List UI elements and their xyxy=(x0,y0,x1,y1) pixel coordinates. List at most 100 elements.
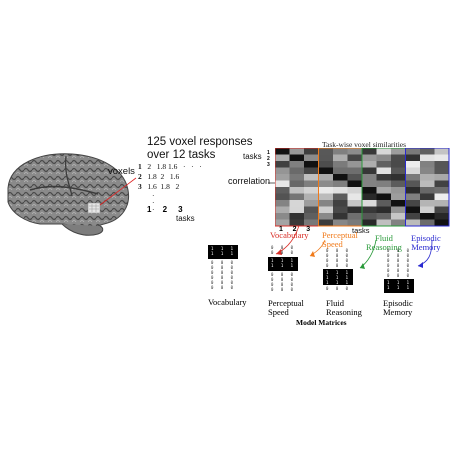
axis-label: 2 xyxy=(292,226,297,233)
similarity-cell xyxy=(420,174,435,181)
axis-label: 1 xyxy=(279,226,283,233)
similarity-cell xyxy=(318,206,333,213)
similarity-cell xyxy=(275,206,290,213)
similarity-cell xyxy=(420,167,435,174)
voxel-cell: 2 xyxy=(160,172,165,181)
similarity-cell xyxy=(289,200,304,207)
label-vocabulary: Vocabulary xyxy=(208,297,247,307)
voxel-title-line1: 125 voxel responses xyxy=(147,136,253,148)
similarity-cell xyxy=(289,213,304,220)
similarity-cell xyxy=(333,148,348,155)
similarity-cell xyxy=(405,206,420,213)
similarity-cell xyxy=(434,154,449,161)
similarity-cell xyxy=(391,206,406,213)
similarity-cell xyxy=(333,167,348,174)
similarity-cell xyxy=(362,187,377,194)
similarity-cell xyxy=(347,154,362,161)
similarity-cell xyxy=(362,180,377,187)
similarity-cell xyxy=(333,180,348,187)
similarity-cell xyxy=(434,200,449,207)
similarity-cell xyxy=(391,219,406,226)
similarity-cell xyxy=(347,187,362,194)
similarity-cell xyxy=(434,180,449,187)
similarity-cell xyxy=(405,148,420,155)
voxel-cell: 1.8 xyxy=(160,182,170,191)
voxel-responses-title: 125 voxel responses over 12 tasks xyxy=(147,136,252,162)
similarity-cell xyxy=(304,167,319,174)
similarity-cell xyxy=(289,219,304,226)
voxel-row: 3 1.6 1.8 2 xyxy=(138,182,202,192)
matrix-block xyxy=(268,257,298,271)
voxel-cell: 1.6 xyxy=(168,162,178,171)
similarity-cell xyxy=(275,180,290,187)
header-episodic-line1: Episodic xyxy=(411,233,441,243)
label-perceptual-speed: Perceptual Speed xyxy=(268,299,304,317)
similarity-cell xyxy=(376,193,391,200)
similarity-cell xyxy=(391,200,406,207)
similarity-cell xyxy=(391,148,406,155)
similarity-cell xyxy=(289,187,304,194)
similarity-cell xyxy=(362,174,377,181)
similarity-cell xyxy=(434,193,449,200)
similarity-cell xyxy=(362,193,377,200)
row-label: 2 xyxy=(138,172,142,181)
similarity-cell xyxy=(405,161,420,168)
similarity-cell xyxy=(318,161,333,168)
similarity-cell xyxy=(434,219,449,226)
similarity-cell xyxy=(376,206,391,213)
similarity-cell xyxy=(420,154,435,161)
matrix-pattern: 0 0 0 0 0 0 xyxy=(271,245,296,255)
matrix-pattern: 1 1 1 1 1 1 xyxy=(271,258,296,268)
similarity-cell xyxy=(362,219,377,226)
voxel-cell: 2 xyxy=(175,182,180,191)
similarity-cell xyxy=(304,148,319,155)
similarity-cell xyxy=(333,161,348,168)
similarity-cell xyxy=(289,154,304,161)
similarity-cell xyxy=(304,200,319,207)
matrix-block xyxy=(323,269,353,285)
similarity-cell xyxy=(362,200,377,207)
model-matrix-fluid-reasoning: 0 0 0 0 0 0 0 0 0 0 0 0 1 1 1 1 1 1 1 1 … xyxy=(323,248,353,298)
similarity-cell xyxy=(405,167,420,174)
similarity-cell xyxy=(275,193,290,200)
similarity-cell xyxy=(304,187,319,194)
similarity-cell xyxy=(318,213,333,220)
similarity-cell xyxy=(289,148,304,155)
similarity-cell xyxy=(304,174,319,181)
similarity-cell xyxy=(304,219,319,226)
model-matrices-title: Model Matrices xyxy=(296,318,347,327)
label-perceptual-line1: Perceptual xyxy=(268,298,304,308)
label-episodic-line2: Memory xyxy=(383,307,413,317)
similarity-cell xyxy=(405,187,420,194)
similarity-cell xyxy=(376,148,391,155)
similarity-outline xyxy=(405,148,450,227)
col-label: 1 xyxy=(147,205,152,214)
similarity-cell xyxy=(333,213,348,220)
similarity-cell xyxy=(304,193,319,200)
similarity-cell xyxy=(275,174,290,181)
similarity-cell xyxy=(420,206,435,213)
header-fluid-line1: Fluid xyxy=(374,233,393,243)
similarity-cell xyxy=(318,167,333,174)
similarity-cell xyxy=(362,167,377,174)
matrix-block xyxy=(384,279,414,293)
label-perceptual-line2: Speed xyxy=(268,307,289,317)
similarity-cell xyxy=(362,161,377,168)
voxel-col-labels: 1 2 3 xyxy=(147,205,183,214)
matrix-block xyxy=(208,245,238,259)
similarity-cell xyxy=(420,193,435,200)
similarity-cell xyxy=(304,154,319,161)
similarity-cell xyxy=(405,193,420,200)
header-vocabulary: Vocabulary xyxy=(270,231,309,240)
ellipsis: · · · xyxy=(183,162,202,171)
similarity-cell xyxy=(304,206,319,213)
similarity-cell xyxy=(405,219,420,226)
similarity-title: Task-wise voxel similarities xyxy=(322,140,407,149)
header-episodic-line2: Memory xyxy=(411,242,441,252)
tasks-label-bottom: tasks xyxy=(352,226,370,235)
similarity-cell xyxy=(391,180,406,187)
similarity-cell xyxy=(376,219,391,226)
voxel-cell: 1.6 xyxy=(169,172,180,181)
